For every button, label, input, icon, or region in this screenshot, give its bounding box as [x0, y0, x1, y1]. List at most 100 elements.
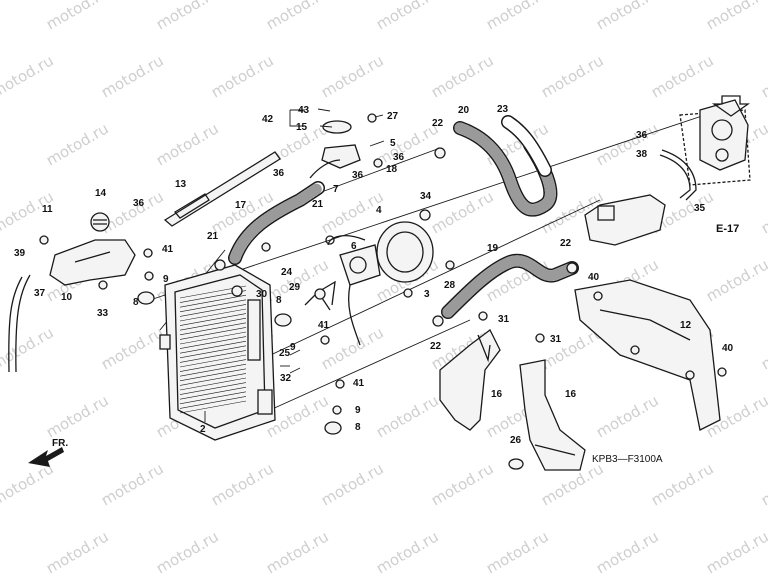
watermark-text: motod.ru [0, 459, 57, 509]
watermark-text: motod.ru [43, 0, 112, 33]
watermark-text: motod.ru [263, 527, 332, 576]
radiator-fin [179, 400, 247, 414]
watermark-text: motod.ru [703, 527, 768, 576]
callout-36b: 36 [273, 168, 285, 179]
callout-2: 2 [200, 424, 206, 435]
callout-35: 35 [694, 203, 706, 214]
callout-leaders [204, 108, 385, 422]
radiator-fin [179, 308, 247, 322]
callout-43: 43 [298, 105, 310, 116]
radiator-fin [179, 299, 247, 313]
radiator-fin [179, 336, 247, 349]
watermark-text: motod.ru [98, 459, 167, 509]
callout-22c: 22 [430, 341, 442, 352]
callout-14: 14 [95, 188, 107, 199]
front-label: FR. [52, 438, 68, 449]
watermark-text: motod.ru [428, 459, 497, 509]
thermostat-cover [309, 120, 361, 179]
callout-3: 3 [424, 289, 430, 300]
side-cover-16b [519, 359, 586, 471]
radiator-fin [179, 386, 247, 400]
watermark-text: motod.ru [758, 459, 768, 509]
section-reference: E-17 [711, 95, 751, 235]
radiator-fin [179, 327, 247, 340]
callout-28: 28 [444, 280, 456, 291]
callout-12: 12 [680, 320, 692, 331]
callout-5: 5 [390, 138, 396, 149]
callout-9b: 9 [290, 342, 296, 353]
watermark-text: motod.ru [0, 0, 2, 33]
watermark-text: motod.ru [208, 51, 277, 101]
watermark-text: motod.ru [483, 527, 552, 576]
watermark-text: motod.ru [98, 187, 167, 237]
radiator-fin [179, 340, 247, 354]
callout-8c: 8 [355, 422, 361, 433]
callout-40b: 40 [722, 343, 734, 354]
callout-4: 4 [376, 205, 382, 216]
front-arrow: FR. [28, 438, 68, 467]
callout-21b: 21 [207, 231, 219, 242]
radiator-fin [179, 368, 247, 382]
callout-7: 7 [333, 184, 339, 195]
callout-11: 11 [42, 204, 53, 215]
watermark-text: motod.ru [263, 0, 332, 33]
watermark-text: motod.ru [593, 527, 662, 576]
callout-31b: 31 [550, 334, 562, 345]
callout-19: 19 [487, 243, 499, 254]
radiator-fin [179, 373, 247, 386]
callout-33: 33 [97, 308, 109, 319]
siphon-tube [163, 151, 281, 227]
callout-15: 15 [296, 122, 308, 133]
radiator-fin [179, 304, 247, 317]
callout-36d: 36 [393, 152, 405, 163]
watermark-text: motod.ru [593, 119, 662, 169]
section-reference-label: E-17 [716, 223, 739, 235]
callout-32: 32 [280, 373, 292, 384]
watermark-text: motod.ru [43, 391, 112, 441]
callout-25: 25 [279, 348, 291, 359]
callout-16a: 16 [491, 389, 503, 400]
radiator-fin [179, 359, 247, 372]
callout-9a: 9 [163, 274, 169, 285]
callout-41a: 41 [162, 244, 174, 255]
callout-6: 6 [351, 241, 357, 252]
radiator-fin [179, 363, 247, 377]
watermark-text: motod.ru [0, 51, 57, 101]
callout-18: 18 [386, 164, 398, 175]
watermark-text: motod.ru [153, 0, 222, 33]
radiator-fin [179, 331, 247, 345]
watermark-text: motod.ru [428, 51, 497, 101]
callout-36e: 36 [636, 130, 648, 141]
callout-38: 38 [636, 149, 648, 160]
watermark-text: motod.ru [43, 119, 112, 169]
watermark-text: motod.ru [758, 323, 768, 373]
callout-21a: 21 [312, 199, 324, 210]
watermark-text: motod.ru [98, 323, 167, 373]
radiator-fin [179, 322, 247, 336]
watermark-text: motod.ru [0, 255, 2, 305]
water-pipe-housing [584, 194, 666, 246]
watermark-text: motod.ru [703, 255, 768, 305]
callout-8a: 8 [133, 297, 139, 308]
callout-41b: 41 [318, 320, 330, 331]
callout-40a: 40 [588, 272, 600, 283]
watermark-text: motod.ru [373, 0, 442, 33]
watermark-text: motod.ru [373, 391, 442, 441]
callout-9c: 9 [355, 405, 361, 416]
callout-34: 34 [420, 191, 432, 202]
watermark-text: motod.ru [593, 0, 662, 33]
callout-36a: 36 [133, 198, 145, 209]
diagram-code: KPB3—F3100A [592, 454, 663, 465]
radiator [159, 264, 276, 441]
callout-10: 10 [61, 292, 73, 303]
callout-labels: 2 3 4 5 6 7 8 8 8 9 9 9 10 11 12 13 14 1… [14, 104, 734, 446]
watermark-text: motod.ru [648, 459, 717, 509]
radiator-fin [179, 313, 247, 326]
overflow-tube [8, 274, 31, 373]
watermark-text: motod.ru [208, 459, 277, 509]
carburetor [679, 99, 751, 186]
watermark-text: motod.ru [0, 119, 2, 169]
watermark-text: motod.ru [43, 527, 112, 576]
watermark-text: motod.ru [758, 51, 768, 101]
callout-24: 24 [281, 267, 293, 278]
